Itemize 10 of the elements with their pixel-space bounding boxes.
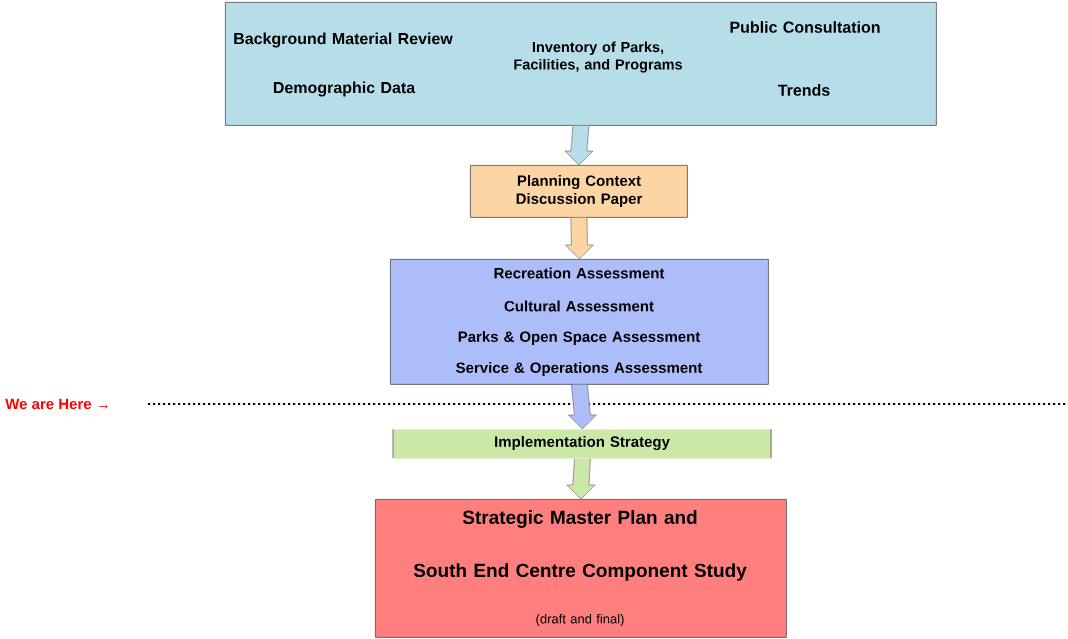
process-box: Implementation Strategy bbox=[392, 428, 772, 459]
block-arrow bbox=[564, 125, 594, 166]
here-marker: We are Here → bbox=[5, 398, 108, 410]
block-arrow bbox=[568, 384, 597, 430]
process-box: Recreation Assessment Cultural Assessment Parks & Open Space Assessment Service & Operations Assessment bbox=[390, 259, 769, 385]
process-box: Strategic Master Plan and South End Centre Component Study (draft and final) bbox=[375, 499, 787, 638]
process-box: Background Material Review Inventory of Parks, Facilities, and Programs Public Consultation Demographic Data Trends bbox=[225, 2, 937, 126]
block-arrow bbox=[565, 217, 594, 260]
process-box: Planning Context Discussion Paper bbox=[470, 165, 688, 218]
block-arrow bbox=[566, 458, 596, 500]
